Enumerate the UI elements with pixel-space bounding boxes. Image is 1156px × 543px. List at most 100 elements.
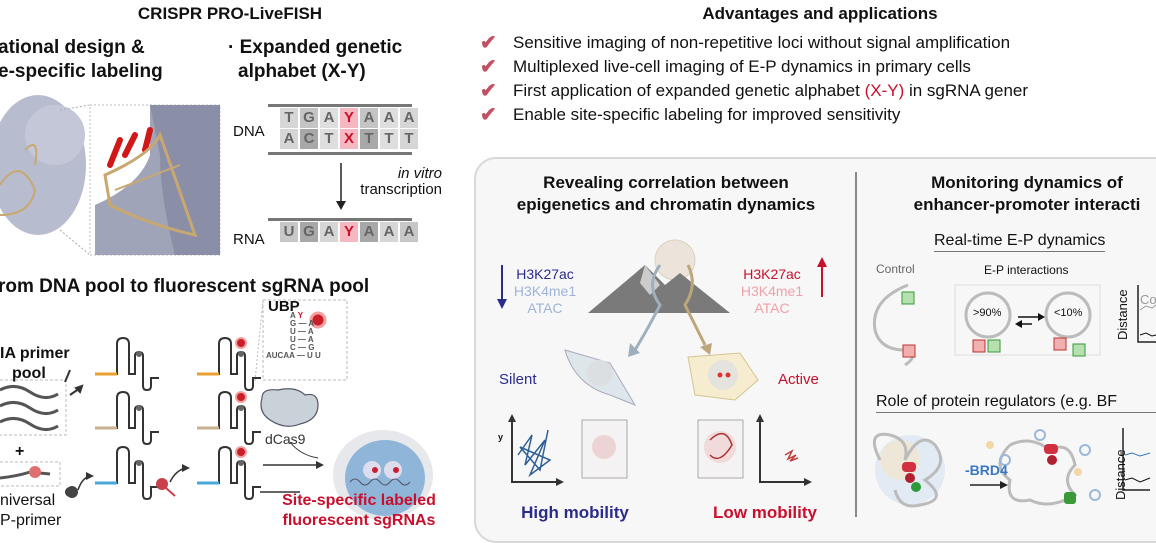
brd4-illustration [872,428,1151,508]
advantages-title: Advantages and applications [702,4,938,23]
section-genetic-alphabet-title: · Expanded genetic alphabet (X-Y) [228,36,402,84]
main-title: CRISPR PRO-LiveFISH [137,4,323,23]
title-line: ational design & [0,37,145,58]
pct-high-label: >90% [973,307,1002,319]
control-label: Control [876,262,915,276]
sgrna-icon [197,390,261,446]
title-line: epigenetics and chromatin dynamics [516,195,816,214]
advantage-item: Enable site-specific labeling for improv… [513,105,901,124]
rna-strand [268,218,412,221]
panel-a-illustration [497,239,827,486]
title-line: · Expanded genetic [228,37,403,58]
nucleotide: A [360,222,378,242]
advantage-item: Multiplexed live-cell imaging of E-P dyn… [513,57,971,76]
ubp-fluorophore-icon [309,311,327,329]
dna-primer-pool-box [0,379,67,436]
check-icon: ✔ [480,80,497,102]
nucleotide: A [380,222,398,242]
nucleotide: Y [340,108,358,128]
cas9-structure-illustration [0,95,221,256]
nucleotide: A [380,108,398,128]
stem-pair: U — A [290,327,314,336]
high-mobility-label: High mobility [521,503,629,522]
fluorophore-icon [235,391,247,403]
sgrna-icon [197,336,261,392]
note-line: in vitro [397,165,442,182]
universal-primer-box [0,461,61,487]
label-line: Site-specific labeled [282,492,436,509]
panel-a-title: Revealing correlation between epigenetic… [476,172,856,216]
stem-pair: C — G [290,343,315,352]
mark-h3k27ac: H3K27ac [743,266,801,282]
nucleotide: T [280,108,298,128]
dna-label: DNA [233,123,265,140]
plus-sign: + [15,443,25,460]
low-mobility-axes [759,418,808,483]
rna-label: RNA [233,231,265,248]
stem-pair: G — A [290,319,315,328]
ep-dynamics-illustration [872,283,1156,367]
fluorophore-icon [156,478,168,490]
brd4-label: -BRD4 [965,462,1008,478]
nucleotide: A [280,129,298,149]
highlight-xy: (X-Y) [864,81,905,100]
high-mobility-axes [511,418,560,483]
pct-low-label: <10% [1054,307,1083,319]
nucleotide: G [300,108,318,128]
sgrna-structures [66,299,433,520]
dcas9-label: dCas9 [265,431,306,447]
label-line: IA primer [0,345,70,362]
fluorophore-icon [235,337,247,349]
control-curve-label: Co [1140,292,1156,307]
nucleotide: A [320,108,338,128]
panel-divider [855,172,857,517]
advantage-item: Sensitive imaging of non-repetitive loci… [513,33,1011,52]
title-line: e-specific labeling [0,61,163,82]
distance-axis-label-2: Distance [1113,449,1128,500]
active-marks: H3K27ac H3K4me1 ATAC [732,266,812,317]
stem-pair: U — A [290,335,314,344]
sgrna-icon [95,336,159,392]
label-line: pool [12,365,46,382]
dna-strand-top [268,104,412,107]
nucleotide: A [320,222,338,242]
label-line: fluorescent sgRNAs [282,512,436,529]
fluorophore-icon [235,446,247,458]
nucleotide: G [300,222,318,242]
trajectory-low [784,449,799,462]
stem-loop: AUCAA — U U [266,351,321,360]
note-line: transcription [360,181,442,198]
nucleotide: T [380,129,398,149]
mountain-icon [588,265,730,313]
nucleotide: A [400,222,418,242]
label-line: P-primer [0,512,62,529]
stem-cell-icon [654,239,696,281]
nucleotide: T [360,129,378,149]
mark-h3k4me1: H3K4me1 [740,283,804,299]
active-label: Active [778,371,819,388]
section-pool-title: rom DNA pool to fluorescent sgRNA pool [0,276,370,297]
sgrna-icon [95,445,159,501]
label-line: niversal [0,492,56,509]
sgrna-icon [95,390,159,446]
universal-primer-label: niversal P-primer [0,491,61,531]
silent-label: Silent [499,371,537,388]
title-line: alphabet (X-Y) [238,61,366,82]
nucleotide: Y [340,222,358,242]
dcas9-shape [260,388,319,427]
title-line: Revealing correlation between [543,173,789,192]
nucleotide: U [280,222,298,242]
protein-regulators-subtitle: Role of protein regulators (e.g. BF [876,393,1156,413]
dna-strand-bottom [268,152,412,155]
sgrna-icon [197,445,261,501]
section-rational-design-title: ational design & e-specific labeling [0,36,163,84]
ubp-label: UBP [268,298,300,315]
mark-atac: ATAC [754,300,790,316]
title-line: enhancer-promoter interacti [913,195,1141,214]
nucleus-icon [345,440,425,516]
nucleotide: X [340,129,358,149]
brd4-arrow [970,481,1008,489]
